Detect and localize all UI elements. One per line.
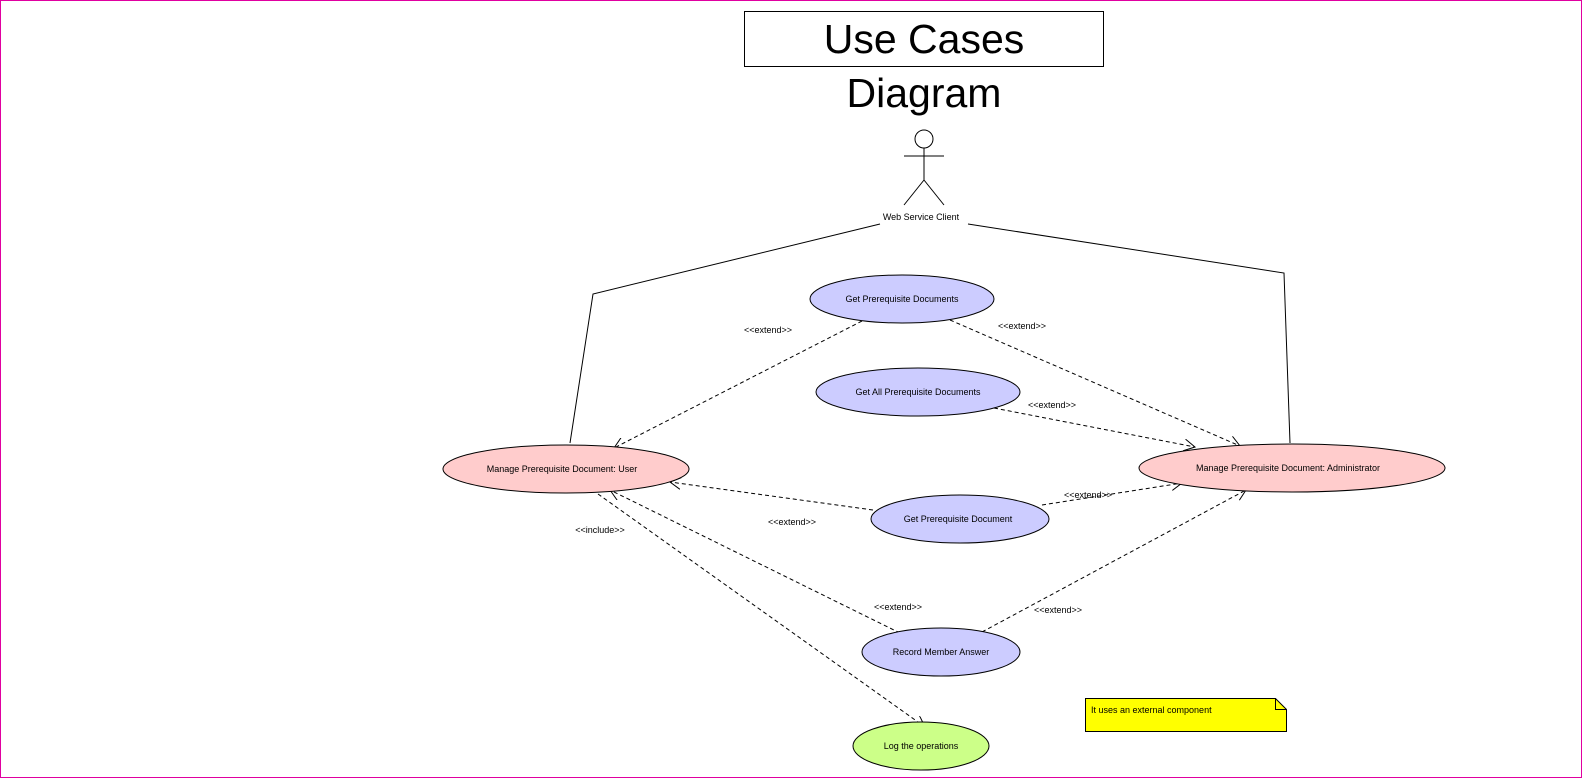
use-case-get-prerequisite-documents[interactable]: Get Prerequisite Documents	[809, 274, 995, 324]
actor-web-service-client[interactable]: Web Service Client	[883, 129, 960, 222]
extend-label: <<extend>>	[1064, 490, 1112, 500]
use-case-label: Get Prerequisite Document	[904, 514, 1013, 524]
extend-label: <<extend>>	[1034, 605, 1082, 615]
use-case-ellipse	[815, 367, 1021, 417]
use-case-label: Manage Prerequisite Document: User	[487, 464, 638, 474]
use-case-ellipse	[852, 721, 990, 771]
page-title: Use Cases Diagram	[744, 11, 1104, 116]
extend-get-docs-to-admin	[949, 319, 1240, 446]
extend-get-docs-to-user	[614, 320, 863, 448]
note[interactable]: It uses an external component	[1085, 698, 1287, 732]
extend-label: <<extend>>	[874, 602, 922, 612]
extend-get-all-to-admin	[993, 407, 1195, 447]
use-case-label: Manage Prerequisite Document: Administra…	[1196, 463, 1380, 473]
extend-get-doc-to-user	[670, 482, 874, 511]
include-label: <<include>>	[575, 525, 625, 535]
extend-label: <<extend>>	[998, 321, 1046, 331]
use-case-manage-user[interactable]: Manage Prerequisite Document: User	[442, 444, 690, 494]
use-case-ellipse	[861, 627, 1021, 677]
use-case-manage-administrator[interactable]: Manage Prerequisite Document: Administra…	[1138, 443, 1446, 493]
use-case-ellipse	[870, 494, 1050, 544]
extend-record-to-user	[610, 490, 901, 634]
extend-record-to-admin	[981, 490, 1246, 633]
use-case-log-the-operations[interactable]: Log the operations	[852, 721, 990, 771]
use-case-label: Get All Prerequisite Documents	[855, 387, 981, 397]
note-text: It uses an external component	[1091, 705, 1212, 715]
extend-label: <<extend>>	[768, 517, 816, 527]
use-case-get-prerequisite-document[interactable]: Get Prerequisite Document	[870, 494, 1050, 544]
actor-head	[914, 129, 934, 149]
actor-right-leg	[923, 179, 945, 206]
use-case-label: Get Prerequisite Documents	[845, 294, 959, 304]
include-user-to-log	[597, 493, 925, 727]
use-case-record-member-answer[interactable]: Record Member Answer	[861, 627, 1021, 677]
association-actor-admin	[967, 223, 1291, 444]
use-case-ellipse	[442, 444, 690, 494]
use-case-ellipse	[809, 274, 995, 324]
note-shape	[1085, 698, 1287, 732]
association-actor-user	[569, 223, 881, 444]
use-case-get-all-prerequisite-documents[interactable]: Get All Prerequisite Documents	[815, 367, 1021, 417]
actor-left-leg	[903, 179, 925, 206]
actor-label: Web Service Client	[883, 212, 960, 222]
use-case-ellipse	[1138, 443, 1446, 493]
extend-get-doc-to-admin	[1041, 483, 1182, 506]
use-case-label: Record Member Answer	[893, 647, 990, 657]
extend-label: <<extend>>	[744, 325, 792, 335]
use-case-label: Log the operations	[884, 741, 959, 751]
extend-label: <<extend>>	[1028, 400, 1076, 410]
